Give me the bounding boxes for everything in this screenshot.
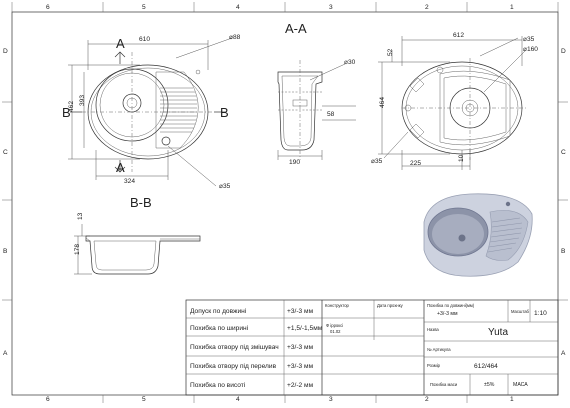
- name-value: Yuta: [488, 327, 508, 338]
- border-letter: A: [3, 350, 8, 357]
- dim-bottom-width: 324: [124, 178, 135, 185]
- dim-inner-height: 393: [79, 95, 86, 106]
- dim-width: 610: [139, 36, 150, 43]
- size-label: Розмір: [427, 363, 441, 368]
- dim-bb-height: 178: [74, 244, 81, 255]
- tol-value: +3/-3 мм: [287, 363, 314, 370]
- border-number: 4: [236, 396, 240, 403]
- section-bb: B-B 178 13: [74, 195, 201, 275]
- dim-hole-bottom: ⌀35: [219, 183, 231, 190]
- dim-aa-diameter: ⌀30: [344, 59, 356, 66]
- sink-3d-render: [423, 193, 533, 277]
- dim-cutout-hole-small: ⌀35: [523, 36, 535, 43]
- tol-label: Похибка отвору під змішувач: [190, 343, 279, 351]
- border-letter: C: [3, 149, 8, 156]
- border-number: 3: [329, 396, 333, 403]
- title-block: Допуск по довжині +3/-3 мм Похибка по ши…: [185, 299, 559, 396]
- section-bb-title: B-B: [130, 195, 152, 210]
- border-number: 3: [329, 4, 333, 11]
- section-aa: A-A ⌀30 58 190: [277, 21, 356, 166]
- length-tol-value: +3/-3 мм: [437, 311, 458, 317]
- border-letter: C: [561, 149, 566, 156]
- name-label: Назва: [427, 327, 439, 332]
- dim-cutout-hole-left: ⌀35: [371, 158, 383, 165]
- dim-aa-width: 190: [289, 159, 300, 166]
- tol-value: +3/-3 мм: [287, 344, 314, 351]
- dim-height: 462: [68, 101, 75, 112]
- border-letter: B: [561, 248, 566, 255]
- border-letter: B: [3, 248, 8, 255]
- approve-label: Ф ірроксі: [326, 323, 343, 328]
- dim-cutout-width: 612: [453, 32, 464, 39]
- border-number: 1: [510, 396, 514, 403]
- dim-cutout-height: 464: [379, 97, 386, 108]
- border-letter: D: [561, 48, 566, 55]
- cutout-view: 612 464 52 ⌀35 ⌀160 ⌀35 225 10: [371, 32, 538, 170]
- size-value: 612/464: [474, 363, 498, 370]
- dim-cutout-offset: 52: [387, 48, 394, 56]
- border-number: 4: [236, 4, 240, 11]
- tol-value: +2/-2 мм: [287, 382, 314, 389]
- border-number: 6: [46, 396, 50, 403]
- border-number: 5: [142, 396, 146, 403]
- tol-label: Похибка по ширині: [190, 324, 249, 332]
- tol-label: Допуск по довжині: [190, 307, 247, 315]
- date-label: Дата прохнку: [377, 303, 404, 308]
- article-label: № Артикула: [427, 347, 451, 352]
- cut-marker-b: B: [220, 105, 229, 120]
- dim-hole-top: ⌀88: [229, 34, 241, 41]
- weight-value: ±5%: [484, 382, 495, 388]
- mass-label: МАСА: [513, 382, 528, 388]
- tol-value: +3/-3 мм: [287, 308, 314, 315]
- cut-marker-a: A: [116, 160, 125, 175]
- scale-label: Масштаб: [511, 309, 530, 314]
- border-number: 2: [425, 4, 429, 11]
- border-number: 2: [425, 396, 429, 403]
- section-aa-title: A-A: [285, 21, 307, 36]
- tol-label: Похибка по висоті: [190, 381, 246, 389]
- border-letter: D: [3, 48, 8, 55]
- constructor-label: Конструктор: [325, 303, 350, 308]
- scale-value: 1:10: [534, 310, 547, 317]
- tol-label: Похибка отвору під перелив: [190, 362, 277, 370]
- border-letter: A: [561, 350, 566, 357]
- dim-cutout-offset-side: 10: [458, 154, 465, 162]
- approve-date: 01.02: [330, 329, 341, 334]
- length-tol-label: Похибка по довжині(мм): [427, 303, 475, 308]
- cut-marker-a: A: [116, 36, 125, 51]
- border-number: 6: [46, 4, 50, 11]
- tol-value: +1,5/-1,5мм: [287, 325, 323, 332]
- dim-bb-thickness: 13: [77, 212, 84, 220]
- dim-cutout-offset-bottom: 225: [410, 160, 421, 167]
- weight-label: Похибка маси: [430, 382, 458, 387]
- dim-cutout-hole-large: ⌀160: [523, 46, 538, 53]
- dim-aa-depth: 58: [327, 111, 335, 118]
- top-view: A A B B 610 462 393 324 ⌀88 ⌀35: [62, 34, 241, 190]
- cut-marker-b: B: [62, 105, 71, 120]
- border-number: 1: [510, 4, 514, 11]
- border-number: 5: [142, 4, 146, 11]
